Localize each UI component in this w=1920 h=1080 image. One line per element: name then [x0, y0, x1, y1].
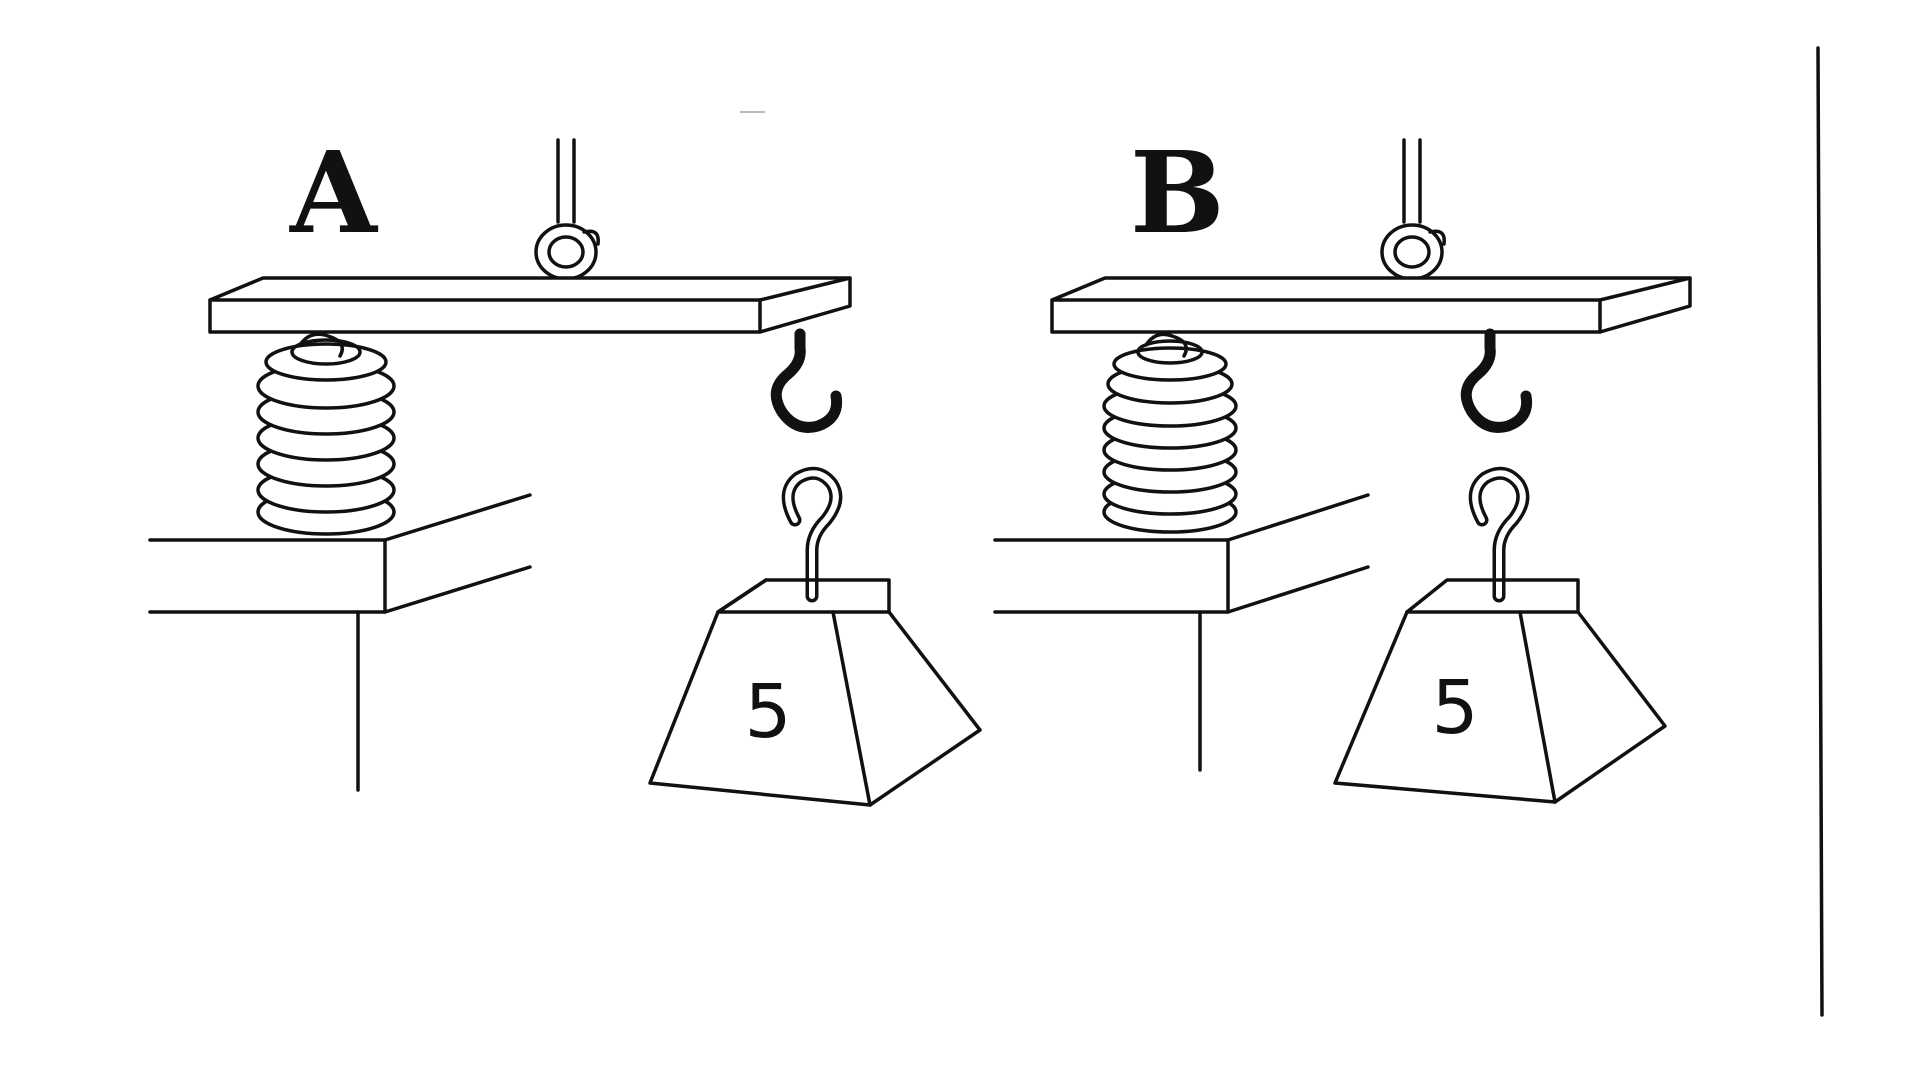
- panel-b-weight-hook-icon: [1468, 466, 1530, 603]
- panel-a-support-rope: [534, 138, 600, 281]
- panel-a-beam: [208, 276, 852, 334]
- panel-b-beam-hook-icon: [1460, 328, 1533, 433]
- panel-a-table: [148, 493, 532, 792]
- panel-a: A: [148, 128, 982, 807]
- panel-a-weight-hook-icon: [781, 466, 843, 603]
- panel-b-weight: 5: [1333, 578, 1667, 804]
- panel-b-label: B: [1130, 128, 1225, 259]
- panel-b: B: [993, 128, 1692, 804]
- panel-a-spring: [256, 332, 396, 536]
- panel-a-weight-label: 5: [744, 669, 791, 755]
- panel-b-table: [993, 493, 1370, 772]
- page-border-line: [1816, 46, 1824, 1017]
- panel-a-weight: 5: [648, 578, 982, 807]
- panel-a-beam-hook-icon: [770, 328, 843, 433]
- panel-b-spring: [1102, 332, 1238, 534]
- panel-a-label: A: [289, 128, 379, 259]
- panel-b-beam: [1050, 276, 1692, 334]
- panel-b-weight-label: 5: [1431, 665, 1478, 751]
- panel-b-support-rope: [1380, 138, 1446, 281]
